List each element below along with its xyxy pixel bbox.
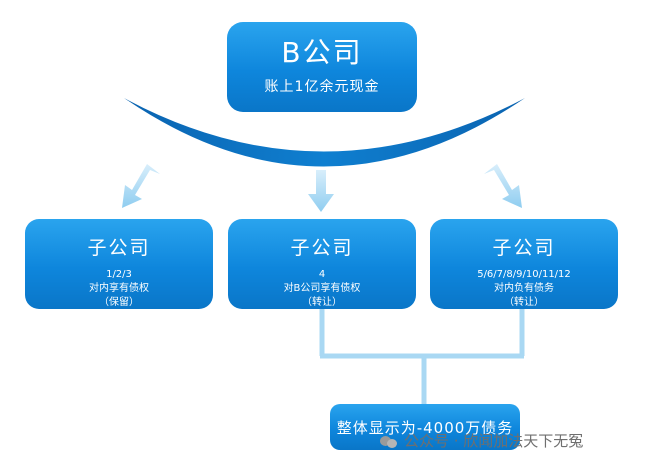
watermark: 公众号 · 欣闻加法天下无冤 [380, 430, 583, 451]
subsidiary-box-1: 子公司 1/2/3 对内享有债权 （保留） [25, 219, 213, 309]
subsidiary-title: 子公司 [87, 237, 151, 259]
arc-band [124, 98, 525, 167]
subsidiary-action: （转让） [504, 297, 544, 308]
subsidiary-ids: 5/6/7/8/9/10/11/12 [477, 269, 571, 280]
arrow-right [484, 164, 522, 208]
subsidiary-action: （保留） [99, 297, 139, 308]
arrow-left [122, 164, 160, 208]
result-text: 整体显示为-4000万债务 [336, 418, 514, 437]
subsidiary-action: （转让） [302, 297, 342, 308]
subsidiary-role: 对内负有债务 [494, 283, 554, 294]
subsidiary-role: 对内享有债权 [89, 283, 149, 294]
wechat-icon [380, 434, 398, 448]
subsidiary-title: 子公司 [290, 237, 354, 259]
result-box: 整体显示为-4000万债务 [330, 404, 520, 450]
subsidiary-box-3: 子公司 5/6/7/8/9/10/11/12 对内负有债务 （转让） [430, 219, 618, 309]
subsidiary-box-2: 子公司 4 对B公司享有债权 （转让） [228, 219, 416, 309]
subsidiary-title: 子公司 [492, 237, 556, 259]
parent-company-title: B公司 [281, 35, 363, 69]
parent-company-box: B公司 账上1亿余元现金 [227, 22, 417, 112]
subsidiary-role: 对B公司享有债权 [283, 283, 361, 294]
watermark-text: 公众号 · 欣闻加法天下无冤 [404, 432, 584, 450]
subsidiary-ids: 1/2/3 [106, 269, 132, 280]
parent-company-subtitle: 账上1亿余元现金 [264, 79, 380, 96]
subsidiary-ids: 4 [318, 269, 326, 280]
arrow-center [308, 170, 334, 212]
merge-connector [319, 309, 525, 404]
